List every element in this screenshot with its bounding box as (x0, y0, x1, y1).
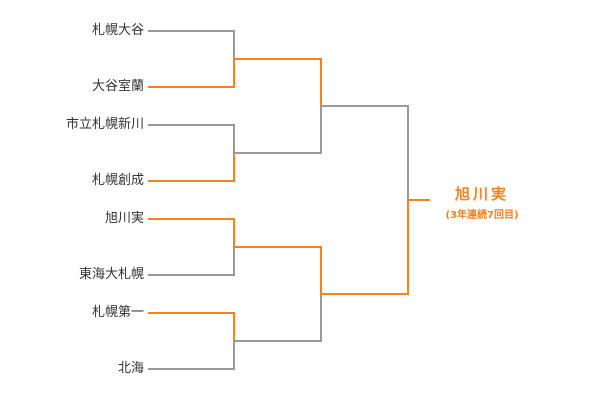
champion-name: 旭川実 (454, 185, 509, 203)
team-label: 東海大札幌 (78, 267, 144, 282)
champion-note: (3年連続7回目) (445, 210, 519, 221)
team-label: 札幌創成 (91, 173, 144, 188)
team-label: 札幌第一 (91, 305, 144, 320)
team-label: 旭川実 (104, 211, 144, 226)
team-label: 大谷室蘭 (91, 79, 144, 94)
team-label: 市立札幌新川 (65, 117, 144, 132)
team-label: 北海 (117, 361, 144, 376)
team-label: 札幌大谷 (91, 23, 144, 38)
